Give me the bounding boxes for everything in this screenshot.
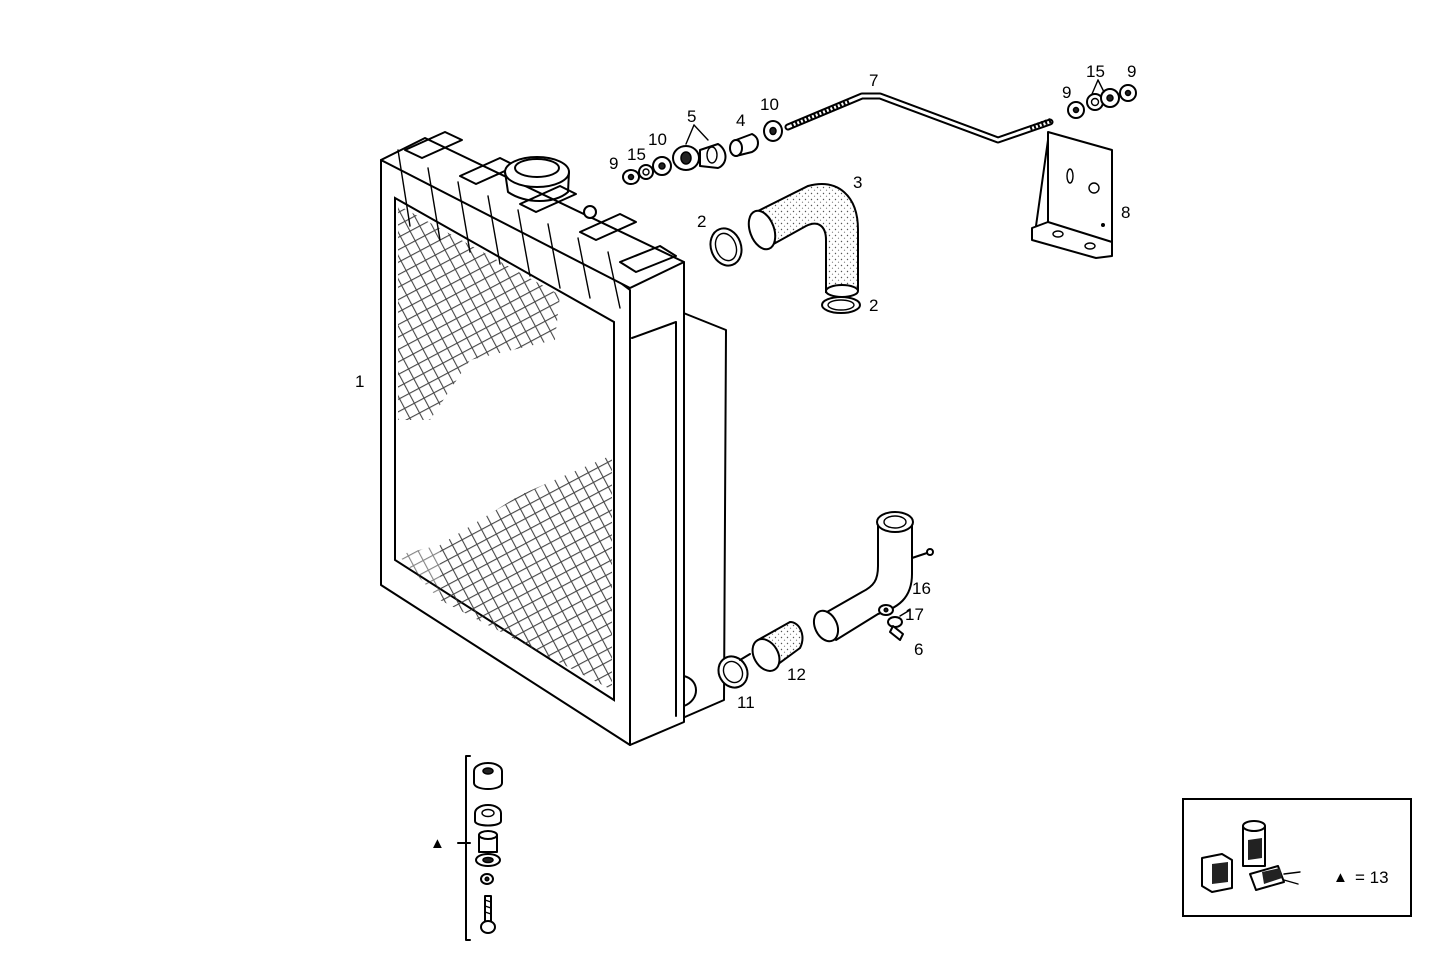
bracket [1031,131,1113,259]
upper-hose [747,183,859,298]
stay-rod-hardware-right [1067,84,1137,119]
callout-grommet: 5 [687,107,696,126]
sealant-tube-icon [1242,820,1266,867]
callout-washer-left: 10 [648,130,667,149]
callout-nut-left: 9 [609,154,618,173]
callout-upper-hose: 3 [853,173,862,192]
callout-stay-rod: 7 [869,71,878,90]
inset-legend-marker: ▲ [1333,869,1348,886]
hose-clamp-11 [717,653,751,689]
washer-17 [878,604,894,616]
callout-clamp-11: 11 [737,693,755,712]
hose-clip-2-lower [821,296,861,314]
callout-washer-mid: 10 [760,95,779,114]
stay-rod-hardware-left [622,120,783,185]
callout-lower-hose: 12 [787,665,806,684]
mount-kit-marker: ▲ [430,835,445,852]
bolt-6 [887,616,904,641]
callout-clip-upper-b: 2 [869,296,878,315]
callout-lockwasher-right: 15 [1086,62,1105,81]
washer-10-mid [763,120,783,142]
callout-clip-upper-a: 2 [697,212,706,231]
grommet-5 [672,143,727,171]
callout-spacer: 4 [736,111,745,130]
sealant-box-icon [1201,853,1233,893]
mount-lockwasher [480,873,494,885]
stay-rod [784,92,1054,144]
nut-9-right-b [1119,84,1137,102]
radiator [380,131,727,746]
mount-rubber-mid [474,804,502,827]
callout-nut-right-b: 9 [1127,62,1136,81]
hose-clip-2-upper [709,227,743,267]
lower-hose [751,620,804,672]
callout-pipe: 16 [912,579,931,598]
inset-box: ▲ = 13 [1182,798,1412,917]
nut-9-left [622,169,640,185]
mount-washer [475,853,501,867]
lockwasher-15-left [638,164,654,180]
callout-leaders [685,79,1105,617]
callout-lockwasher-left: 15 [627,145,646,164]
lower-pipe [812,511,934,643]
callout-radiator: 1 [355,372,364,391]
mount-sleeve [478,830,498,853]
spacer-4 [729,133,759,157]
callout-nut-right-a: 9 [1062,83,1071,102]
callout-washer-17: 17 [905,605,924,624]
callout-bolt-6: 6 [914,640,923,659]
mounting-kit [457,755,503,941]
sealant-tube-small-icon [1249,865,1301,891]
callout-bracket: 8 [1121,203,1130,222]
mount-rubber-top [473,762,503,790]
washer-right [1100,88,1120,108]
mount-bolt [480,895,496,934]
washer-10-left [652,156,672,176]
inset-legend-text: = 13 [1355,868,1389,887]
nut-9-right-a [1067,101,1085,119]
